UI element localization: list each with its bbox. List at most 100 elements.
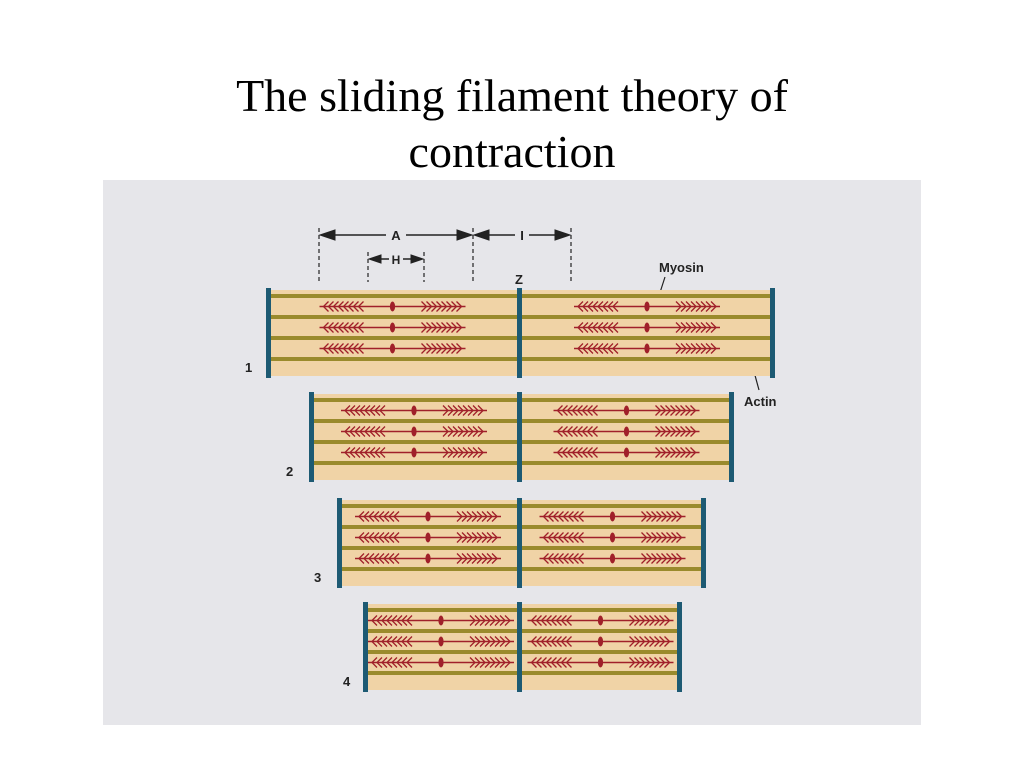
myosin-head: [543, 553, 549, 564]
myosin-head: [607, 322, 614, 333]
myosin-head: [659, 615, 665, 626]
myosin-head: [406, 636, 413, 647]
myosin-head: [695, 322, 702, 333]
myosin-head: [436, 301, 442, 312]
z-line: [309, 392, 314, 482]
myosin-head: [685, 426, 691, 437]
a-band-label: A: [391, 228, 401, 243]
m-line-bulge: [438, 636, 444, 647]
myosin-head: [546, 615, 552, 626]
myosin-head: [471, 553, 478, 564]
myosin-head: [461, 553, 468, 564]
myosin-head: [641, 532, 647, 543]
actin-filament: [368, 546, 519, 550]
myosin-head: [467, 405, 474, 416]
myosin-head: [373, 553, 380, 564]
myosin-head: [629, 615, 635, 626]
myosin-head: [456, 511, 463, 522]
myosin-head: [587, 343, 594, 354]
myosin-head: [431, 343, 437, 354]
myosin-head: [381, 657, 388, 668]
myosin-head: [561, 615, 567, 626]
myosin-head: [661, 511, 667, 522]
myosin-head: [685, 447, 691, 458]
myosin-head: [649, 657, 655, 668]
myosin-head: [421, 301, 427, 312]
myosin-head: [481, 532, 488, 543]
sarcomere-stage-1: 1: [245, 288, 775, 378]
myosin-head: [572, 447, 578, 458]
myosin-head: [338, 301, 344, 312]
myosin-head: [368, 532, 375, 543]
myosin-head: [700, 322, 707, 333]
myosin-head: [376, 657, 383, 668]
actin-filament: [553, 546, 704, 550]
sarcomere-body: [363, 604, 682, 690]
myosin-head: [373, 511, 380, 522]
z-line: [517, 288, 522, 378]
myosin-head: [396, 636, 403, 647]
myosin-head: [431, 301, 437, 312]
myosin-head: [393, 532, 400, 543]
myosin-head: [383, 553, 390, 564]
myosin-head: [374, 447, 381, 458]
myosin-head: [680, 447, 686, 458]
myosin-head: [690, 301, 697, 312]
a-band-arrowhead-right: [456, 229, 474, 241]
myosin-head: [536, 636, 542, 647]
myosin-head: [548, 553, 554, 564]
myosin-head: [472, 447, 479, 458]
myosin-head: [364, 405, 371, 416]
myosin-head: [666, 511, 672, 522]
myosin-head: [568, 532, 574, 543]
myosin-head: [587, 447, 593, 458]
actin-filament: [268, 315, 419, 319]
myosin-head: [343, 343, 349, 354]
h-zone-label-bg: [389, 251, 403, 266]
myosin-head: [371, 615, 378, 626]
actin-filament: [368, 336, 519, 340]
myosin-head: [421, 343, 427, 354]
myosin-head: [494, 657, 501, 668]
myosin-head: [675, 301, 682, 312]
z-line: [337, 498, 342, 588]
myosin-head: [646, 511, 652, 522]
myosin-head: [656, 511, 662, 522]
myosin-head: [602, 322, 609, 333]
myosin-head: [578, 553, 584, 564]
myosin-head: [358, 553, 365, 564]
myosin-head: [436, 322, 442, 333]
myosin-head: [568, 553, 574, 564]
myosin-head: [376, 615, 383, 626]
myosin-head: [670, 426, 676, 437]
m-line-bulge: [623, 405, 630, 416]
myosin-head: [396, 657, 403, 668]
myosin-head: [556, 615, 562, 626]
myosin-head: [442, 426, 449, 437]
myosin-head: [639, 636, 645, 647]
actin-filament: [368, 357, 519, 361]
myosin-head: [649, 615, 655, 626]
actin-filament: [268, 294, 419, 298]
myosin-head: [388, 532, 395, 543]
myosin-head: [592, 405, 598, 416]
myosin-head: [467, 426, 474, 437]
myosin-head: [371, 636, 378, 647]
myosin-head: [671, 511, 677, 522]
myosin-head: [661, 532, 667, 543]
m-line-bulge: [389, 301, 396, 312]
myosin-head: [634, 615, 640, 626]
myosin-head: [486, 553, 493, 564]
myosin-head: [471, 532, 478, 543]
myosin-head: [477, 426, 484, 437]
m-line-bulge: [609, 511, 616, 522]
sliding-filament-figure: A I H Z Myosin Actin: [103, 180, 921, 725]
myosin-head: [462, 447, 469, 458]
myosin-head: [486, 532, 493, 543]
myosin-head: [567, 405, 573, 416]
myosin-head: [466, 532, 473, 543]
myosin-head: [386, 657, 393, 668]
myosin-head: [543, 511, 549, 522]
m-line-bulge: [609, 553, 616, 564]
myosin-head: [343, 301, 349, 312]
